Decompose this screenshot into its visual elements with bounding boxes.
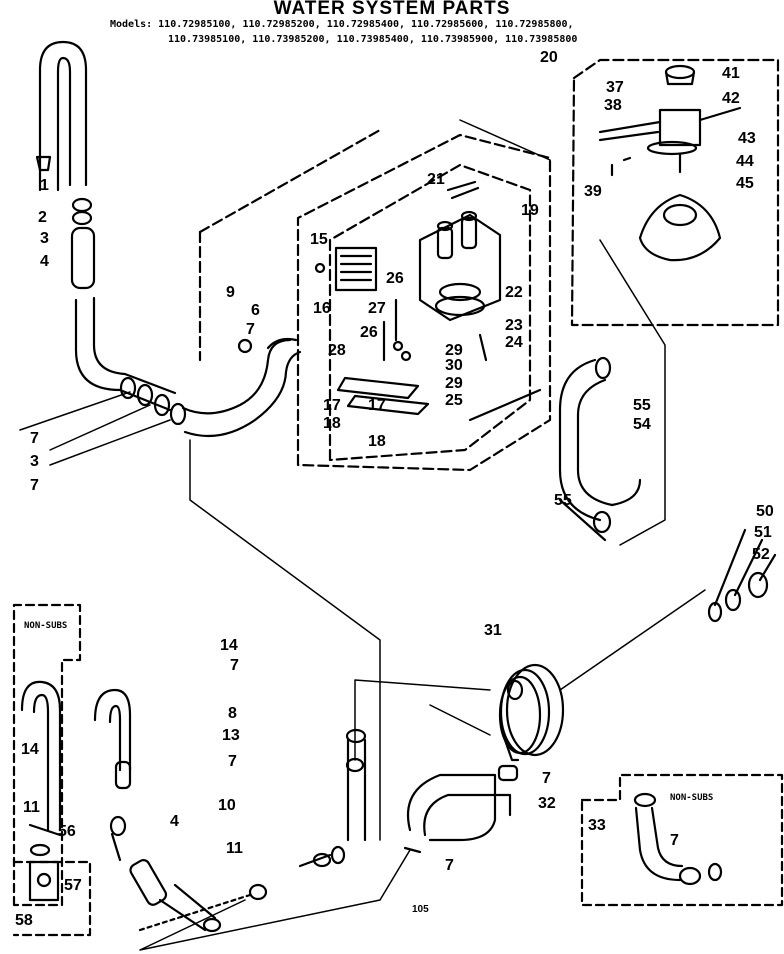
solenoid-valve [314, 180, 502, 416]
callout-25: 25 [445, 392, 463, 409]
models-line-2: 110.73985100, 110.73985200, 110.73985400… [168, 34, 578, 45]
non-subs-label-left: NON-SUBS [24, 621, 67, 631]
callout-56: 56 [58, 823, 76, 840]
model-numbers: Models: 110.72985100, 110.72985200, 110.… [110, 17, 730, 47]
callout-15: 15 [310, 231, 328, 248]
callout-37: 37 [606, 79, 624, 96]
callout-17: 17 [323, 397, 341, 414]
callout-31: 31 [484, 622, 502, 639]
hose-upper-left [35, 40, 302, 438]
valve-enclosure [198, 128, 552, 472]
non-subs-label-right: NON-SUBS [670, 793, 713, 803]
callout-1: 1 [40, 177, 49, 194]
callout-13: 13 [222, 727, 240, 744]
callout-55: 55 [554, 492, 572, 509]
callout-21: 21 [427, 171, 445, 188]
callout-7: 7 [246, 321, 255, 338]
leader-lines [19, 119, 706, 951]
callout-10: 10 [218, 797, 236, 814]
callout-55: 55 [633, 397, 651, 414]
callout-6: 6 [251, 302, 260, 319]
callout-7: 7 [542, 770, 551, 787]
callout-27: 27 [368, 300, 386, 317]
non-subs-left-hose [20, 680, 62, 902]
callout-29: 29 [445, 342, 463, 359]
callout-8: 8 [228, 705, 237, 722]
callout-43: 43 [738, 130, 756, 147]
callout-7: 7 [30, 430, 39, 447]
callout-29: 29 [445, 375, 463, 392]
callout-39: 39 [584, 183, 602, 200]
callout-16: 16 [313, 300, 331, 317]
callout-9: 9 [226, 284, 235, 301]
page-number: 105 [412, 904, 429, 915]
washers [707, 528, 777, 623]
callout-51: 51 [754, 524, 772, 541]
callout-26: 26 [386, 270, 404, 287]
callout-19: 19 [521, 202, 539, 219]
callout-7: 7 [670, 832, 679, 849]
callout-11: 11 [23, 799, 40, 816]
callout-24: 24 [505, 334, 523, 351]
callout-30: 30 [445, 357, 463, 374]
callout-32: 32 [538, 795, 556, 812]
callout-23: 23 [505, 317, 523, 334]
callout-7: 7 [230, 657, 239, 674]
callout-2: 2 [38, 209, 47, 226]
hose-bottom [93, 688, 519, 933]
callout-45: 45 [736, 175, 754, 192]
models-line-1: Models: 110.72985100, 110.72985200, 110.… [110, 19, 574, 30]
callout-52: 52 [752, 546, 770, 563]
callout-3: 3 [40, 230, 49, 247]
page-title: WATER SYSTEM PARTS [273, 0, 511, 19]
callout-26: 26 [360, 324, 378, 341]
callout-22: 22 [505, 284, 523, 301]
callout-3: 3 [30, 453, 39, 470]
callout-7: 7 [30, 477, 39, 494]
callout-4: 4 [170, 813, 179, 830]
callout-54: 54 [633, 416, 651, 433]
callout-33: 33 [588, 817, 606, 834]
hose-right [468, 356, 642, 542]
non-subs-right-hose [633, 792, 723, 886]
callout-17: 17 [368, 397, 386, 414]
non-subs-right-box [580, 773, 784, 907]
callout-42: 42 [722, 90, 740, 107]
callout-50: 50 [756, 503, 774, 520]
callout-14: 14 [220, 637, 238, 654]
callout-18: 18 [323, 415, 341, 432]
callout-7: 7 [228, 753, 237, 770]
callout-7: 7 [445, 857, 454, 874]
callout-41: 41 [722, 65, 740, 82]
callout-58: 58 [15, 912, 33, 929]
callout-14: 14 [21, 741, 39, 758]
callout-57: 57 [64, 877, 82, 894]
callout-18: 18 [368, 433, 386, 450]
pump-enclosure [570, 58, 780, 327]
callout-38: 38 [604, 97, 622, 114]
callout-11: 11 [226, 840, 243, 857]
callout-20: 20 [540, 49, 558, 66]
water-pump [498, 663, 565, 762]
callout-4: 4 [40, 253, 49, 270]
callout-44: 44 [736, 153, 754, 170]
callout-28: 28 [328, 342, 346, 359]
